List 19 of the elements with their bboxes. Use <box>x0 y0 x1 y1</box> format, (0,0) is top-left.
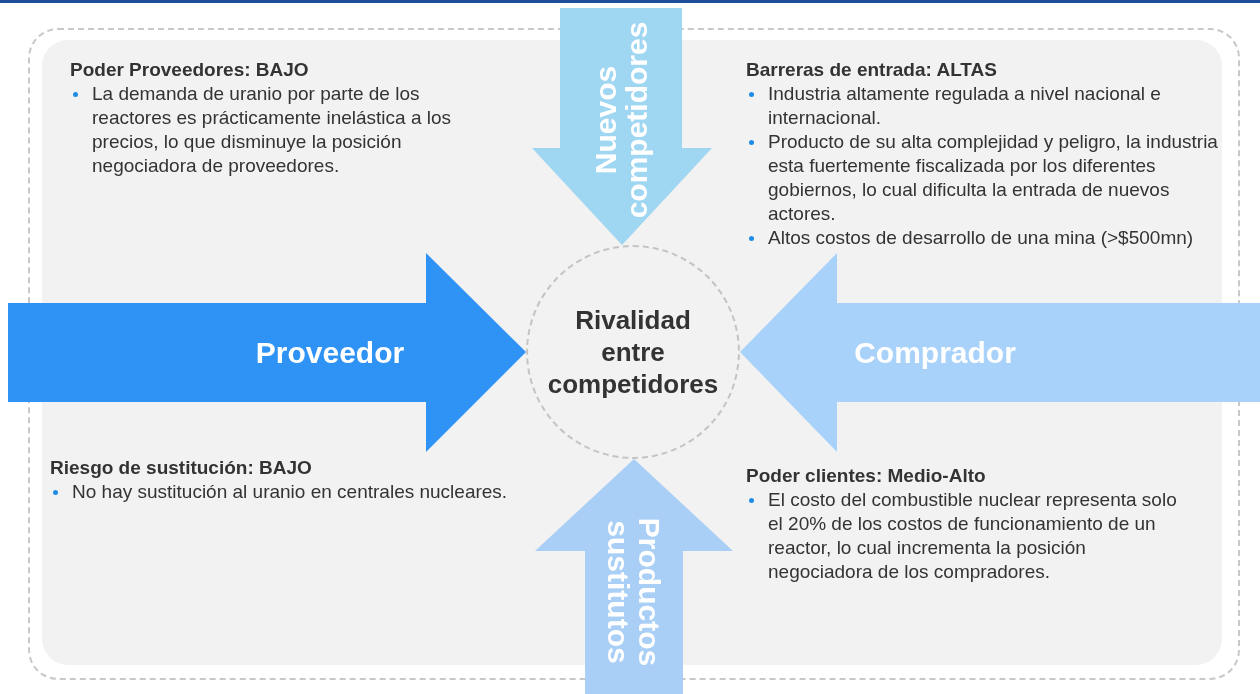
bullet-text: El costo del combustible nuclear representa solo el 20% de los costos de funcionamiento de un reactor, lo cual incrementa la posición negociadora de los compradores. <box>746 488 1194 584</box>
arrow-label: Nuevos competidores <box>591 20 651 221</box>
section-heading: Poder Proveedores: BAJO <box>70 58 309 82</box>
block-arrow <box>740 253 1260 452</box>
section-heading: Riesgo de sustitución: BAJO <box>50 456 312 480</box>
bullet-text: Industria altamente regulada a nivel nacional e internacional. <box>746 82 1226 130</box>
arrow-label: Proveedor <box>254 334 406 371</box>
bullet-text: Producto de su alta complejidad y peligro, la industria esta fuertemente fiscalizada por los diferentes gobiernos, lo cual dificulta la entrada de nuevos actores. <box>746 130 1226 226</box>
circle-label: Rivalidad entre competidores <box>546 304 720 400</box>
section-heading: Poder clientes: Medio-Alto <box>746 464 986 488</box>
bullet-text: No hay sustitución al uranio en centrales nucleares. <box>50 480 550 504</box>
section-heading: Barreras de entrada: ALTAS <box>746 58 997 82</box>
arrow-label: Productos sustitutos <box>604 516 664 669</box>
block-arrow <box>535 459 733 694</box>
bullet-text: Altos costos de desarrollo de una mina (>$500mn) <box>746 226 1226 250</box>
arrow-label: Comprador <box>853 334 1017 371</box>
block-arrow <box>8 253 526 452</box>
block-arrow <box>532 8 712 245</box>
bullet-text: La demanda de uranio por parte de los reactores es prácticamente inelástica a los precios, lo que disminuye la posición negociadora de proveedores. <box>70 82 490 178</box>
